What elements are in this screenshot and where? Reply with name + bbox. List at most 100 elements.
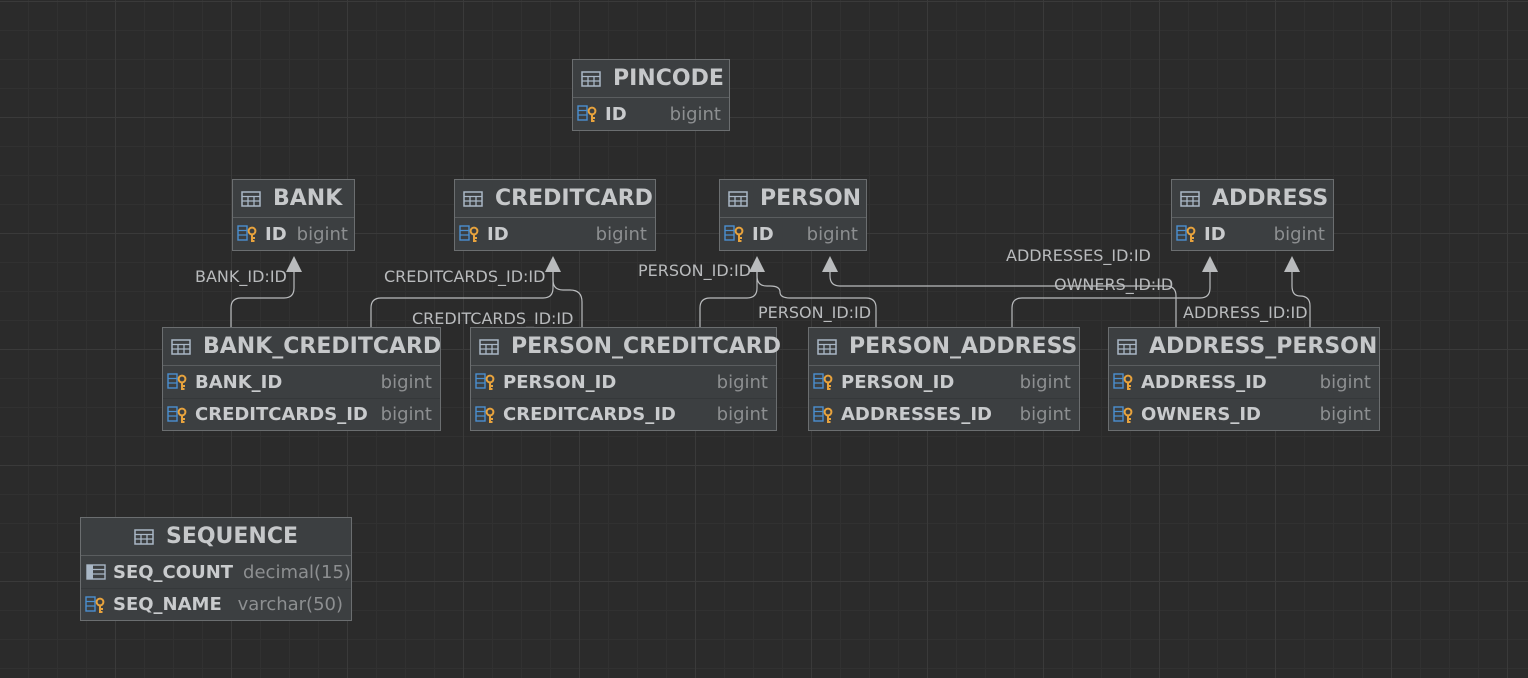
column-name: BANK_ID	[195, 371, 283, 393]
table-sequence[interactable]: SEQUENCE SEQ_COUNT decimal(15) SEQ_NAME …	[80, 517, 352, 621]
table-person-creditcard[interactable]: PERSON_CREDITCARD PERSON_ID bigint CREDI…	[470, 327, 781, 431]
table-name: ADDRESS_PERSON	[1149, 334, 1378, 359]
column-row[interactable]: CREDITCARDS_ID bigint	[471, 398, 776, 430]
column-row[interactable]: ADDRESS_ID bigint	[1109, 366, 1379, 398]
table-icon	[1117, 338, 1137, 355]
column-type: bigint	[1319, 404, 1371, 425]
column-row[interactable]: ID bigint	[720, 218, 866, 250]
primary-key-column-icon	[237, 224, 259, 244]
column-name: PERSON_ID	[503, 371, 617, 393]
table-name: PERSON_ADDRESS	[849, 334, 1078, 359]
primary-key-column-icon	[813, 405, 835, 425]
table-icon	[581, 70, 601, 87]
relation-label: ADDRESSES_ID:ID	[1006, 246, 1151, 265]
column-type: bigint	[669, 103, 721, 125]
primary-key-column-icon	[1113, 372, 1135, 392]
column-type: bigint	[595, 223, 647, 245]
relation-label: CREDITCARDS_ID:ID	[412, 309, 574, 328]
arrowhead-person-left	[749, 256, 765, 272]
table-pincode[interactable]: PINCODE ID bigint	[572, 59, 730, 131]
column-row[interactable]: CREDITCARDS_ID bigint	[163, 398, 440, 430]
table-creditcard[interactable]: CREDITCARD ID bigint	[454, 179, 656, 251]
column-type: bigint	[1019, 404, 1071, 425]
table-icon	[817, 338, 837, 355]
table-address[interactable]: ADDRESS ID bigint	[1171, 179, 1334, 251]
column-row[interactable]: OWNERS_ID bigint	[1109, 398, 1379, 430]
table-icon	[171, 338, 191, 355]
primary-key-column-icon	[459, 224, 481, 244]
table-bank[interactable]: BANK ID bigint	[232, 179, 355, 251]
column-type: bigint	[296, 223, 348, 245]
arrowhead-bank	[286, 256, 302, 272]
column-name: OWNERS_ID	[1141, 404, 1261, 425]
table-name: BANK	[273, 186, 343, 211]
table-header[interactable]: PERSON	[720, 180, 866, 218]
table-icon	[241, 190, 261, 207]
table-name: BANK_CREDITCARD	[203, 334, 442, 359]
column-row[interactable]: ID bigint	[455, 218, 655, 250]
column-type: decimal(15)	[243, 561, 351, 583]
primary-key-column-icon	[1176, 224, 1198, 244]
table-address-person[interactable]: ADDRESS_PERSON ADDRESS_ID bigint OWNERS_…	[1108, 327, 1380, 431]
column-type: bigint	[1319, 371, 1371, 393]
table-header[interactable]: ADDRESS_PERSON	[1109, 328, 1379, 366]
column-name: ADDRESS_ID	[1141, 371, 1267, 393]
table-name: PINCODE	[613, 66, 724, 91]
table-name: PERSON	[760, 186, 862, 211]
column-name: ID	[605, 103, 627, 125]
table-icon	[479, 338, 499, 355]
column-row[interactable]: ID bigint	[573, 98, 729, 130]
relation-label: OWNERS_ID:ID	[1054, 275, 1174, 294]
column-row[interactable]: ID bigint	[1172, 218, 1333, 250]
column-row[interactable]: ADDRESSES_ID bigint	[809, 398, 1079, 430]
table-person[interactable]: PERSON ID bigint	[719, 179, 867, 251]
relation-label: PERSON_ID:ID	[638, 261, 752, 280]
primary-key-column-icon	[475, 372, 497, 392]
primary-key-column-icon	[475, 405, 497, 425]
column-name: CREDITCARDS_ID	[503, 404, 676, 425]
table-person-address[interactable]: PERSON_ADDRESS PERSON_ID bigint ADDRESSE…	[808, 327, 1080, 431]
column-row[interactable]: ID bigint	[233, 218, 354, 250]
table-header[interactable]: SEQUENCE	[81, 518, 351, 556]
column-type: bigint	[380, 371, 432, 393]
table-header[interactable]: PINCODE	[573, 60, 729, 98]
table-header[interactable]: PERSON_ADDRESS	[809, 328, 1079, 366]
column-name: ID	[265, 223, 287, 245]
column-row[interactable]: PERSON_ID bigint	[471, 366, 776, 398]
table-header[interactable]: ADDRESS	[1172, 180, 1333, 218]
table-icon	[1180, 190, 1200, 207]
column-type: bigint	[806, 223, 858, 245]
table-name: PERSON_CREDITCARD	[511, 334, 781, 359]
column-type: bigint	[380, 404, 432, 425]
column-row[interactable]: BANK_ID bigint	[163, 366, 440, 398]
column-type: varchar(50)	[237, 594, 343, 615]
table-name: SEQUENCE	[165, 524, 299, 549]
relation-label: BANK_ID:ID	[195, 267, 287, 286]
table-icon	[134, 528, 154, 545]
column-name: ID	[1204, 223, 1226, 245]
column-row[interactable]: SEQ_NAME varchar(50)	[81, 588, 351, 620]
primary-key-column-icon	[85, 595, 107, 615]
column-type: bigint	[716, 371, 768, 393]
column-name: ID	[487, 223, 509, 245]
table-header[interactable]: CREDITCARD	[455, 180, 655, 218]
table-name: ADDRESS	[1212, 186, 1329, 211]
column-name: SEQ_COUNT	[113, 561, 234, 583]
column-icon	[85, 562, 107, 582]
primary-key-column-icon	[577, 104, 599, 124]
table-header[interactable]: PERSON_CREDITCARD	[471, 328, 781, 366]
table-bank-creditcard[interactable]: BANK_CREDITCARD BANK_ID bigint CREDITCAR…	[162, 327, 441, 431]
primary-key-column-icon	[724, 224, 746, 244]
column-row[interactable]: SEQ_COUNT decimal(15)	[81, 556, 351, 588]
column-type: bigint	[716, 404, 768, 425]
primary-key-column-icon	[1113, 405, 1135, 425]
column-name: SEQ_NAME	[113, 594, 222, 615]
table-header[interactable]: BANK	[233, 180, 354, 218]
primary-key-column-icon	[167, 405, 189, 425]
table-icon	[728, 190, 748, 207]
table-header[interactable]: BANK_CREDITCARD	[163, 328, 442, 366]
column-row[interactable]: PERSON_ID bigint	[809, 366, 1079, 398]
relation-label: PERSON_ID:ID	[758, 303, 872, 322]
arrowhead-person-right	[822, 256, 838, 272]
